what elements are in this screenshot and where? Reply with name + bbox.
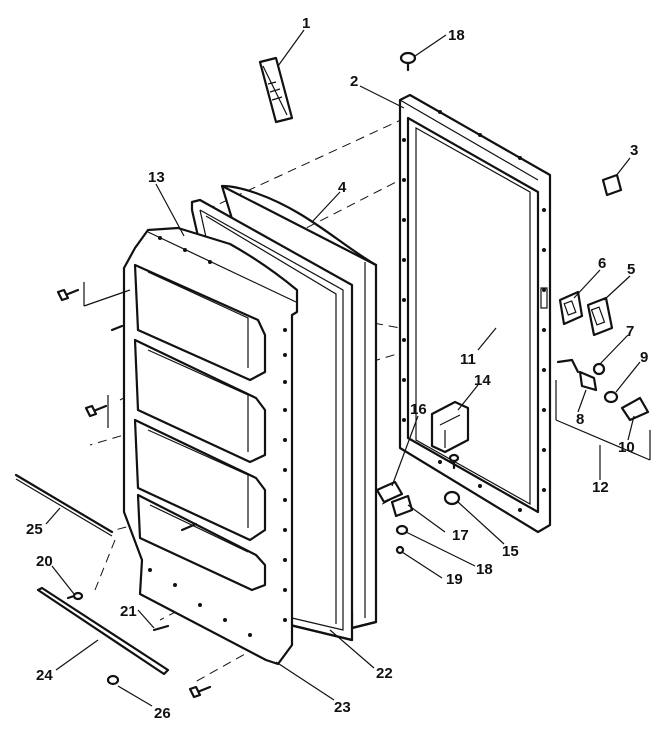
- cap-part: [601, 173, 623, 197]
- callout-16: 16: [410, 401, 427, 418]
- callout-5: 5: [627, 261, 635, 278]
- hinge-parts: [556, 358, 650, 422]
- callout-1: 1: [302, 15, 310, 32]
- hinge-bracket-line: [555, 380, 651, 461]
- callout-26: 26: [154, 705, 171, 722]
- door-frame: [398, 93, 552, 534]
- callout-21: 21: [120, 603, 137, 620]
- plug-top-part: [399, 51, 417, 72]
- liner-shelves: [133, 263, 267, 592]
- door-liner: [122, 226, 299, 666]
- bracket-parts: [558, 290, 614, 337]
- callout-15: 15: [502, 543, 519, 560]
- callout-2: 2: [350, 73, 358, 90]
- bottom-hardware-parts: [375, 453, 461, 555]
- callout-6: 6: [598, 255, 606, 272]
- rod-part: [14, 473, 114, 537]
- callout-13: 13: [148, 169, 165, 186]
- callout-19: 19: [446, 571, 463, 588]
- liner-screw-holes: [148, 236, 287, 637]
- callout-4: 4: [338, 179, 347, 196]
- callout-18-bottom: 18: [476, 561, 493, 578]
- callout-labels: 1 2 3 4 5 6 7 8 9 10 11 12 13 14 15 16 1…: [26, 15, 648, 722]
- callout-12: 12: [592, 479, 609, 496]
- callout-20: 20: [36, 553, 53, 570]
- leader-lines: [45, 29, 641, 707]
- callout-10: 10: [618, 439, 635, 456]
- callout-24: 24: [36, 667, 53, 684]
- callout-14: 14: [474, 372, 491, 389]
- callout-8: 8: [576, 411, 584, 428]
- bar-part: [36, 586, 170, 676]
- callout-22: 22: [376, 665, 393, 682]
- callout-17: 17: [452, 527, 469, 544]
- nameplate-part: [258, 56, 294, 124]
- callout-23: 23: [334, 699, 351, 716]
- handle-bracket-part: [430, 400, 470, 454]
- callout-25: 25: [26, 521, 43, 538]
- callout-11: 11: [460, 351, 476, 368]
- callout-3: 3: [630, 142, 638, 159]
- screw-fasteners: [56, 282, 212, 699]
- callout-7: 7: [626, 323, 634, 340]
- frame-screw-holes: [402, 110, 546, 512]
- callout-9: 9: [640, 349, 648, 366]
- callout-18-top: 18: [448, 27, 465, 44]
